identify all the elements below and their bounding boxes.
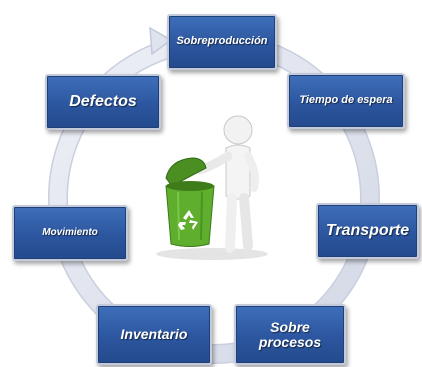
step-label: Sobreproducción bbox=[176, 35, 268, 48]
step-label: Movimiento bbox=[42, 226, 98, 238]
recycle-symbol-icon bbox=[178, 210, 198, 230]
step-transporte: Transporte bbox=[316, 203, 419, 259]
step-defectos: Defectos bbox=[45, 74, 161, 130]
step-label: Sobre procesos bbox=[258, 318, 322, 350]
step-label: Inventario bbox=[120, 326, 188, 343]
step-label: Tiempo de espera bbox=[299, 94, 393, 107]
step-label: Transporte bbox=[325, 221, 410, 239]
step-sobreproduccion: Sobreproducción bbox=[167, 14, 277, 70]
step-label: Defectos bbox=[69, 92, 137, 110]
step-movimiento: Movimiento bbox=[12, 205, 128, 261]
step-tiempo-de-espera: Tiempo de espera bbox=[287, 73, 405, 129]
step-inventario: Inventario bbox=[96, 304, 212, 365]
step-sobre-procesos: Sobre procesos bbox=[234, 304, 346, 365]
recycle-bin-icon bbox=[165, 157, 215, 247]
arrow-head-icon bbox=[149, 26, 173, 56]
